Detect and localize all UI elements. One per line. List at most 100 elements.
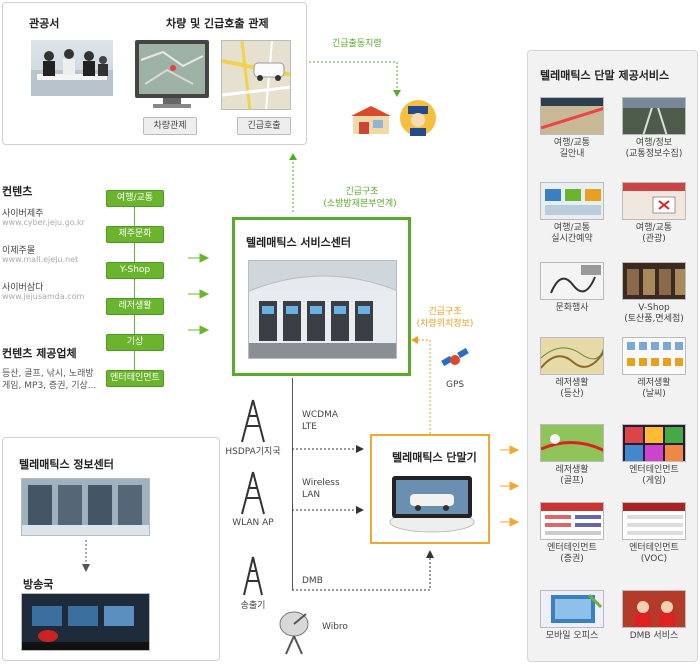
service-label-12a: 엔터테인먼트 [629,543,679,553]
providers-line-2: 게임, MP3, 증권, 기상... [2,381,97,391]
hsdpa-tower-icon [241,399,265,443]
info-center-photo [21,478,150,536]
wlan-ap-tower-icon [241,471,265,515]
service-label-14a: DMB 서비스 [629,631,679,641]
rescue-up-arrow [289,153,297,212]
service-thumb-golf[interactable] [540,424,604,462]
category-travel[interactable]: 여행/교통 [106,190,164,207]
service-label-10a: 엔터테인먼트 [629,465,679,475]
control-monitor [133,40,211,110]
gps-satellite-icon [441,348,469,367]
government-title: 관공서 [29,17,60,30]
government-panel: 관공서 차량 및 긴급호출 관제 차량관제 [2,2,307,145]
service-thumb-stocks[interactable] [540,502,604,540]
site-name-3: 사이버삼다 [2,283,44,293]
service-center-title: 텔레매틱스 서비스센터 [246,236,352,249]
map-car-icon [222,41,290,109]
emergency-dispatch-label: 긴급출동지령 [332,39,382,49]
service-thumb-mobile-office[interactable] [540,590,604,628]
rescue-label-line2: (소방방재본부연계) [323,199,397,209]
site-url-1[interactable]: www.cyber.jeju.go.kr [2,218,85,227]
hsdpa-label: HSDPA기지국 [225,447,281,457]
server-room-icon [249,261,396,358]
service-label-6a: V-Shop [638,303,670,313]
broadcast-studio-icon [22,594,149,650]
terminal-device-icon [389,476,475,533]
service-thumb-hiking[interactable] [540,337,604,375]
category-y-shop[interactable]: Y-Shop [106,262,164,279]
category-entertainment[interactable]: 엔터테인먼트 [106,370,164,387]
service-label-6b: (토산품,면세점) [624,314,684,324]
service-label-7a: 레저생활 [555,378,589,388]
service-thumb-tourism[interactable] [622,182,686,220]
transmitter-tower-icon [243,556,263,596]
info-center-room-icon [22,479,149,535]
category-jeju-culture[interactable]: 제주문화 [106,226,164,243]
service-thumb-voc[interactable] [622,502,686,540]
broadcast-arrow [82,540,90,572]
wibro-dish-icon [279,611,309,655]
service-thumb-dmb[interactable] [622,590,686,628]
service-label-10b: (게임) [642,476,666,486]
wireless-label-2: LAN [302,490,321,500]
info-center-panel: 텔레매틱스 정보센터 방송국 [2,437,220,661]
service-label-4a: 여행/교통 [635,223,673,233]
network-trunk-line [292,378,293,590]
service-label-4b: (관광) [642,234,666,244]
category-connector [134,198,135,376]
fire-station-icon [351,106,391,134]
providers-line-1: 등산, 골프, 낚시, 노래방 [2,369,94,379]
wireless-arrow [292,506,364,514]
location-arrow [411,336,431,434]
control-title: 차량 및 긴급호출 관제 [166,17,269,30]
category-weather[interactable]: 기상 [106,334,164,351]
service-label-3a: 여행/교통 [553,223,591,233]
service-thumb-navigation[interactable] [540,97,604,135]
broadcast-title: 방송국 [23,578,54,591]
services-panel: 텔레매틱스 단말 제공서비스 여행/교통 길안내 여행/정보 (교통정보수집) … [527,50,698,662]
location-rescue-line2: (차량위치정보) [416,319,474,329]
vehicle-control-button[interactable]: 차량관제 [143,117,197,135]
service-label-8a: 레저생활 [637,378,671,388]
dmb-arrow [292,550,434,591]
service-label-9b: (골프) [560,476,584,486]
monitor-map-icon [135,40,209,108]
site-url-3[interactable]: www.jejusamda.com [2,292,85,301]
terminal-box: 텔레매틱스 단말기 [370,434,490,544]
broadcast-photo [21,593,150,651]
service-center-photo [248,260,397,359]
service-label-1b: 길안내 [559,149,585,159]
wireless-label-1: Wireless [302,478,340,488]
site-name-2: 이제주몰 [2,246,36,256]
service-thumb-weather[interactable] [622,337,686,375]
terminal-title: 텔레매틱스 단말기 [392,451,477,464]
emergency-map [221,40,291,110]
providers-title: 컨텐츠 제공업체 [2,347,77,360]
service-thumb-reservation[interactable] [540,182,604,220]
wcdma-label-1: WCDMA [302,410,339,420]
service-thumb-game[interactable] [622,424,686,462]
gps-label: GPS [446,380,465,390]
dmb-label: DMB [302,576,323,586]
service-thumb-culture-event[interactable] [540,262,604,300]
category-leisure[interactable]: 레저생활 [106,298,164,315]
services-title: 텔레매틱스 단말 제공서비스 [540,69,670,82]
service-thumb-traffic-info[interactable] [622,97,686,135]
police-icon [400,100,436,136]
site-name-1: 사이버제주 [2,209,44,219]
location-rescue-line1: 긴급구조 [428,307,462,317]
service-label-9a: 레저생활 [555,465,589,475]
wibro-label: Wibro [322,622,348,632]
service-thumb-v-shop[interactable] [622,262,686,300]
transmitter-label: 송출기 [240,601,266,611]
emergency-call-button[interactable]: 긴급호출 [237,117,291,135]
rescue-label-line1: 긴급구조 [345,187,379,197]
service-center-box: 텔레매틱스 서비스센터 [232,217,411,376]
service-label-11a: 엔터테인먼트 [547,543,597,553]
service-label-2a: 여행/정보 [635,138,673,148]
service-label-8b: (날씨) [642,389,666,399]
service-flow-arrows [500,445,520,527]
dispatch-arrow [309,61,401,97]
site-url-2[interactable]: www.mall.ejeju.net [2,255,79,264]
wlan-ap-label: WLAN AP [232,518,274,528]
